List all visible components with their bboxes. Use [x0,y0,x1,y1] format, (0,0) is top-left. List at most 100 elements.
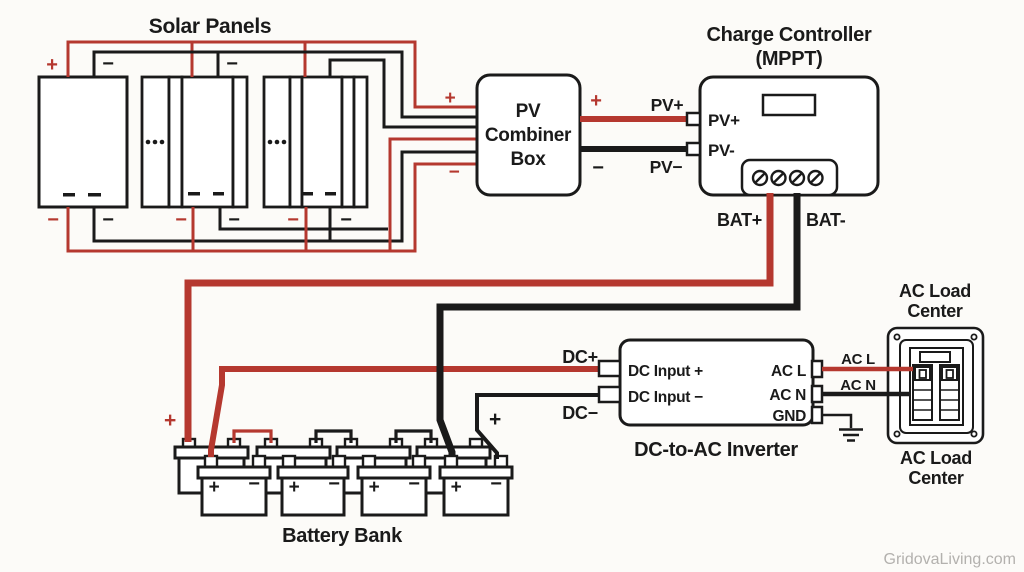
panel-cell-mark [302,192,313,196]
ac-load-center [886,326,985,445]
battery-bank [173,429,514,517]
panel-minus-label: − [340,209,351,231]
pv-minus-wire-label: PV− [650,157,683,177]
combiner-label-line1: PV [516,101,541,122]
battery-right-plus-label: + [489,408,501,431]
charge-controller [685,75,880,197]
panel-screw [893,333,901,341]
inverter-dc-minus-terminal [597,385,622,404]
watermark: GridovaLiving.com [884,551,1017,568]
panel-minus-label: − [175,209,186,231]
inverter-ac-l-label: AC L [771,363,806,380]
wire-bottom-red-riser [388,137,476,251]
breaker-label-plate [919,351,951,363]
ac-l-wire-label: AC L [841,351,875,368]
pv-plus-terminal [685,111,702,127]
inverter-box [618,338,815,427]
controller-pv-plus-label: PV+ [708,111,740,130]
breaker-toggle-1 [918,369,927,379]
battery-feed-plus-label: + [164,409,176,432]
panel-screw [970,430,978,438]
panel-screw [893,430,901,438]
terminal-screws [751,169,824,187]
battery-plus-label: + [369,477,380,498]
battery-minus-label: − [248,473,259,495]
panel-cell-mark [325,192,336,196]
solar-panel-group3 [288,75,304,209]
battery-minus-label: − [490,473,501,495]
ellipsis-dot [159,139,165,145]
load-center-title-top-line1: AC Load [899,281,971,301]
inverter-input-minus-label: DC Input − [628,389,703,406]
dc-to-ac-inverter [597,338,824,427]
battery-plus-label: + [451,477,462,498]
ellipsis-dot [281,139,287,145]
inverter-dc-plus-terminal [597,359,622,378]
battery-jumper-black [314,429,353,443]
battery-minus-label: − [408,473,419,495]
solar-panel-1 [37,75,129,209]
combiner-input-minus: − [449,162,460,183]
ac-n-wire-label: AC N [840,377,875,394]
battery-bank-title: Battery Bank [282,525,403,547]
wire-bat-minus [436,193,801,457]
panel-minus-label: − [102,53,113,75]
solar-panel-group3 [352,75,369,209]
combiner-input-plus: + [445,88,456,109]
inverter-ac-n-terminal [810,384,824,404]
controller-title-line1: Charge Controller [707,24,872,46]
controller-title-line2: (MPPT) [755,48,822,70]
wire-dc-minus-battery-to-inverter [475,393,605,459]
solar-panel-group3 [340,75,356,209]
pv-wire-minus-label: − [592,157,603,179]
combiner-label-line3: Box [511,149,547,170]
wire-dc-plus-battery-to-inverter [208,366,605,457]
pv-minus-terminal [685,141,702,157]
panel-cell-mark [188,192,200,196]
pv-combiner-box [475,73,582,197]
wire-bottom-black-bus-short [218,207,388,231]
pv-plus-wire-label: PV+ [651,95,684,115]
breaker-toggle-2 [945,369,954,379]
panel-screw [970,333,978,341]
panel-minus-label: − [226,53,237,75]
battery-jumper-black [394,429,433,443]
wire-bottom-red-bus [66,162,476,253]
inverter-gnd-label: GND [772,408,806,425]
battery-row-front [196,465,514,517]
battery-plus-label: + [209,477,220,498]
battery-jumper-red [232,429,273,443]
combiner-label-line2: Combiner [485,125,572,146]
panel-plus-label: + [46,54,57,76]
load-center-title-bottom-line2: Center [908,468,964,488]
wire-pv-positive-top-bus [66,40,476,109]
panel-minus-label: − [287,209,298,231]
pv-wire-plus-label: + [590,90,601,112]
solar-panels-title: Solar Panels [149,15,271,38]
controller-pv-minus-label: PV- [708,141,735,160]
wire-bottom-black-bus [92,150,476,243]
battery-plus-label: + [289,477,300,498]
ground-symbol [822,413,863,442]
inverter-input-plus-label: DC Input + [628,363,703,380]
solar-panel-group3 [300,75,344,209]
wire-pv-negative-top-bus [92,50,476,119]
inverter-title: DC-to-AC Inverter [634,439,798,461]
solar-array-wiring [66,40,476,253]
panel-minus-label: − [228,209,239,231]
controller-display [761,93,817,117]
load-center-title-bottom-line1: AC Load [900,448,972,468]
battery-minus-label: − [328,473,339,495]
panel-minus-label: − [102,209,113,231]
panel-cell-mark [63,193,75,197]
inverter-ac-l-terminal [810,359,824,379]
panel-cell-mark [213,192,224,196]
breaker-slot-lines [913,389,959,411]
ellipsis-dot [152,139,158,145]
dc-plus-wire-label: DC+ [562,347,598,367]
wire-pv-negative-inner-bus [328,58,476,129]
ellipsis-dot [145,139,151,145]
solar-panel-array [37,75,369,209]
solar-panel-group2 [231,75,249,209]
